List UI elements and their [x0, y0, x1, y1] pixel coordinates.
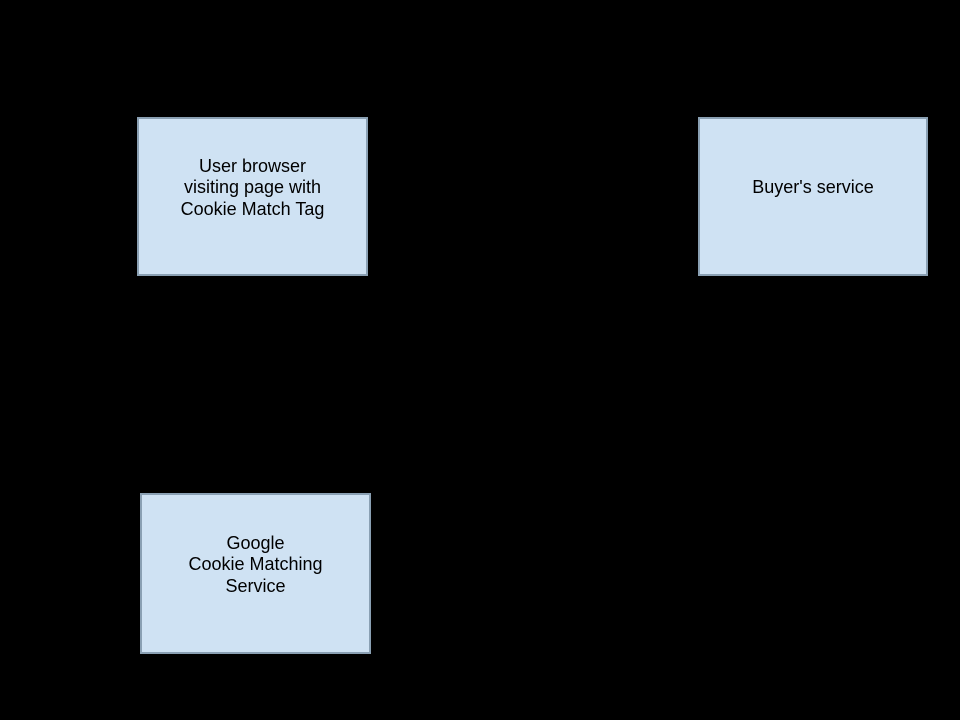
node-buyers-service: Buyer's service	[698, 117, 928, 276]
node-buyers-service-label: Buyer's service	[752, 177, 874, 198]
node-google-cookie-matching-service: Google Cookie Matching Service	[140, 493, 371, 654]
node-google-cookie-matching-service-label: Google Cookie Matching Service	[188, 532, 323, 596]
node-user-browser-label: User browser visiting page with Cookie M…	[180, 155, 325, 219]
node-user-browser: User browser visiting page with Cookie M…	[137, 117, 368, 276]
